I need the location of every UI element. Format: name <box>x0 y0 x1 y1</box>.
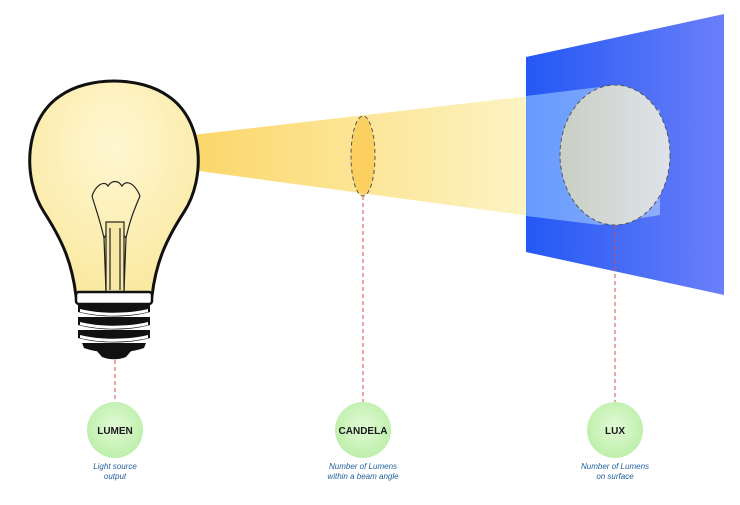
lumen-label: LUMEN <box>97 426 133 437</box>
candela-label: CANDELA <box>339 426 388 437</box>
lumen-node: LUMEN Light source output <box>87 402 143 481</box>
lux-desc-line2: on surface <box>596 472 634 481</box>
candela-desc-line1: Number of Lumens <box>329 462 397 471</box>
lumen-desc-line2: output <box>104 472 127 481</box>
candela-desc-line2: within a beam angle <box>327 472 399 481</box>
lux-label: LUX <box>605 426 625 437</box>
candela-beam-section <box>350 115 376 197</box>
lux-desc-line1: Number of Lumens <box>581 462 649 471</box>
lux-spot <box>559 84 671 226</box>
light-bulb-icon <box>28 79 200 360</box>
lux-node: LUX Number of Lumens on surface <box>581 402 649 481</box>
lumen-desc-line1: Light source <box>93 462 137 471</box>
candela-node: CANDELA Number of Lumens within a beam a… <box>327 402 399 481</box>
